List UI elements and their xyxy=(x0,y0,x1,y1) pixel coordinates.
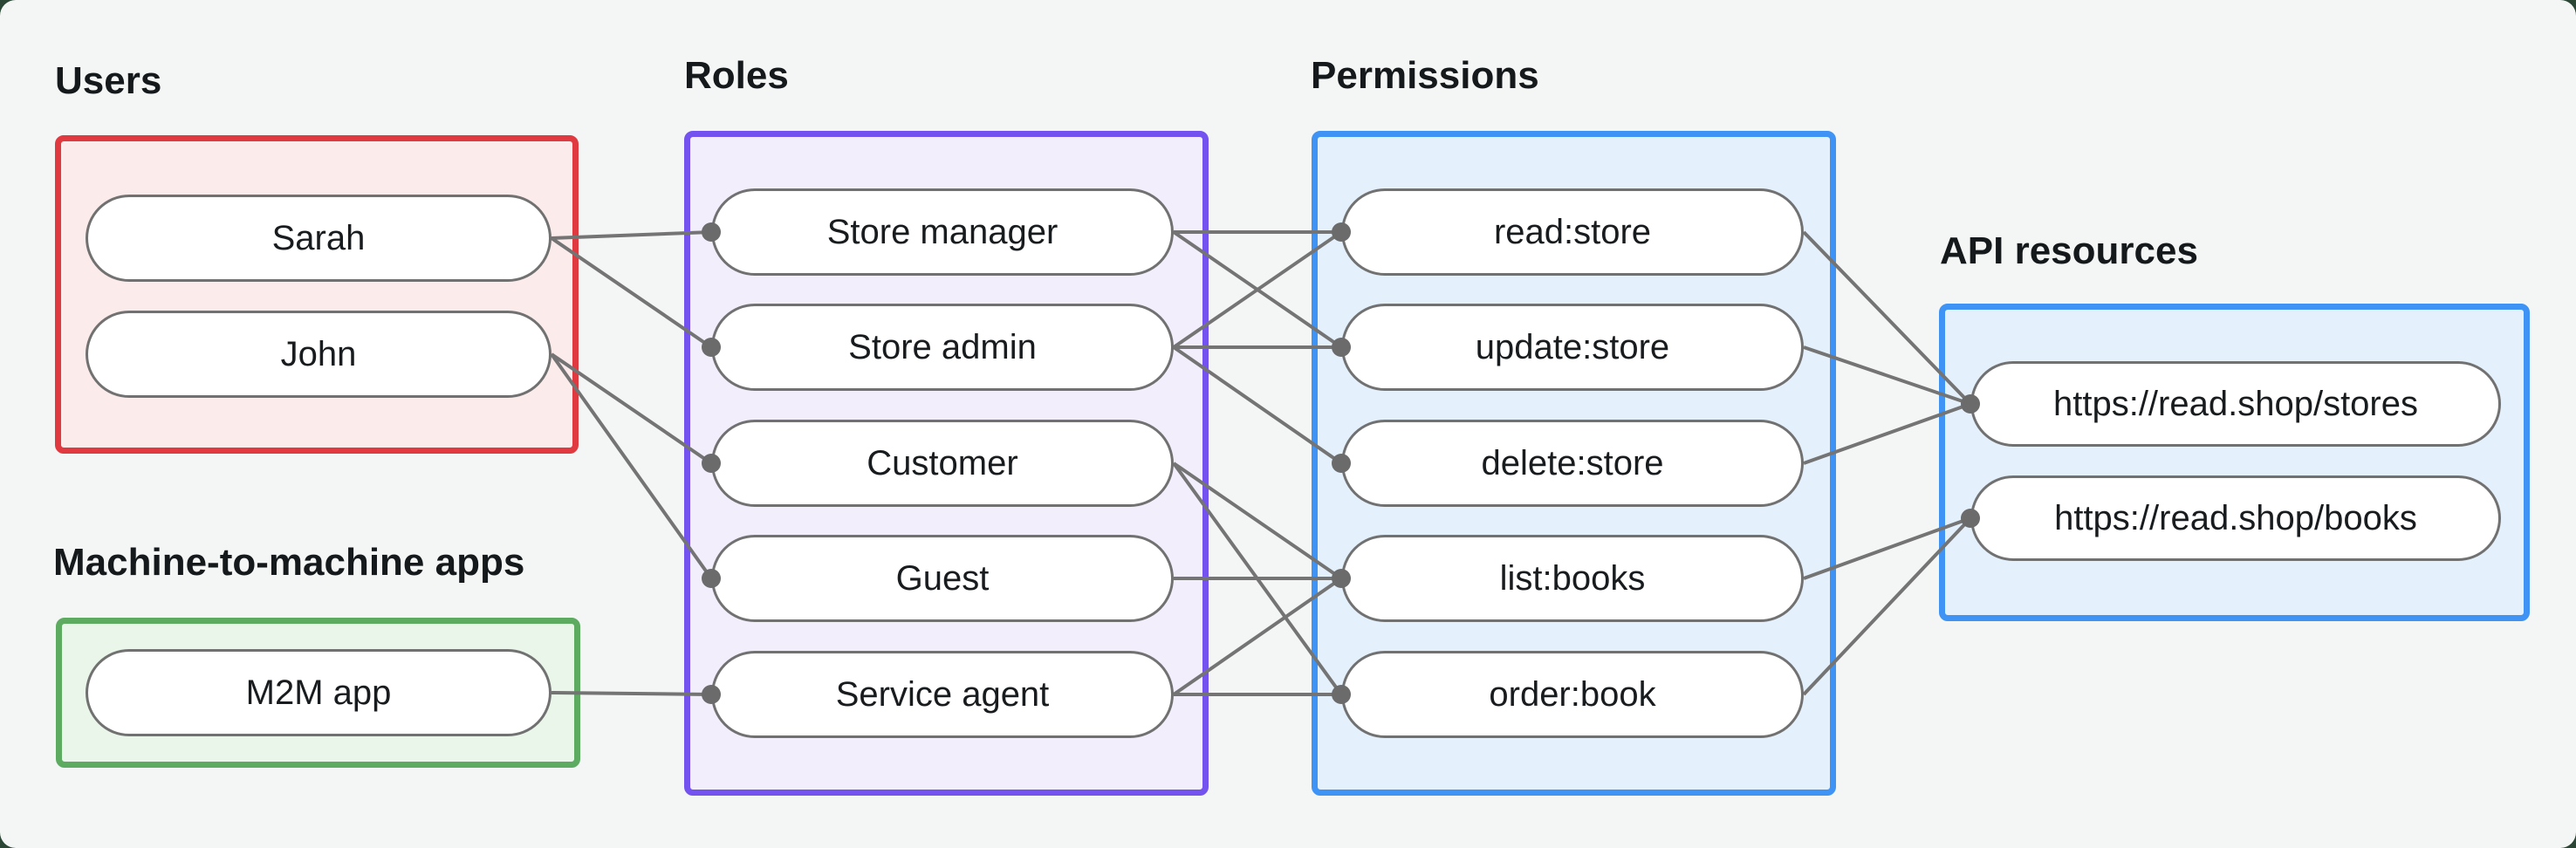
node-m2m-app: M2M app xyxy=(86,649,552,736)
node-label-sarah: Sarah xyxy=(271,218,366,257)
node-label-store-admin: Store admin xyxy=(848,327,1037,366)
node-label-list-books: list:books xyxy=(1499,558,1646,598)
node-label-api-stores: https://read.shop/stores xyxy=(2052,384,2418,423)
node-api-books: https://read.shop/books xyxy=(1970,475,2501,561)
node-guest: Guest xyxy=(711,535,1174,622)
node-read-store: read:store xyxy=(1341,188,1804,276)
node-delete-store: delete:store xyxy=(1341,420,1804,507)
node-label-m2m-app: M2M app xyxy=(245,673,392,712)
node-label-john: John xyxy=(280,334,357,373)
node-store-admin: Store admin xyxy=(711,304,1174,391)
node-john: John xyxy=(86,311,552,398)
node-label-read-store: read:store xyxy=(1493,212,1652,251)
api-resources-group xyxy=(1939,304,2530,621)
permissions-label: Permissions xyxy=(1311,54,1539,97)
node-label-update-store: update:store xyxy=(1475,327,1670,366)
node-update-store: update:store xyxy=(1341,304,1804,391)
node-label-api-books: https://read.shop/books xyxy=(2054,498,2417,537)
m2m-label: Machine-to-machine apps xyxy=(53,541,525,584)
node-label-customer: Customer xyxy=(867,443,1018,482)
node-label-order-book: order:book xyxy=(1489,674,1656,714)
api-resources-label: API resources xyxy=(1940,229,2198,272)
node-store-manager: Store manager xyxy=(711,188,1174,276)
users-label: Users xyxy=(55,59,162,102)
node-label-delete-store: delete:store xyxy=(1481,443,1664,482)
node-label-guest: Guest xyxy=(895,558,990,598)
node-sarah: Sarah xyxy=(86,195,552,282)
node-list-books: list:books xyxy=(1341,535,1804,622)
node-customer: Customer xyxy=(711,420,1174,507)
roles-label: Roles xyxy=(684,54,789,97)
users-group xyxy=(55,135,579,454)
node-service-agent: Service agent xyxy=(711,651,1174,738)
node-order-book: order:book xyxy=(1341,651,1804,738)
node-api-stores: https://read.shop/stores xyxy=(1970,361,2501,447)
node-label-service-agent: Service agent xyxy=(835,674,1050,714)
node-label-store-manager: Store manager xyxy=(826,212,1058,251)
